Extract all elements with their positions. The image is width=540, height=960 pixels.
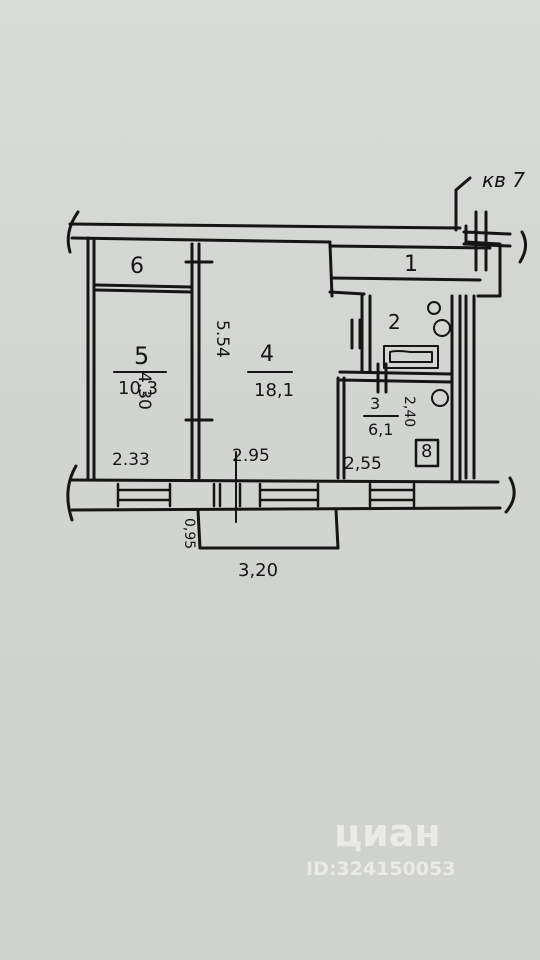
washer-fixture [431,389,449,407]
wall-break-right-top [518,230,527,264]
apartment-leader [454,176,472,232]
bathtub [383,345,439,369]
room1-floor [330,276,482,282]
room-3-area: 6,1 [368,420,394,439]
wall-5-4 [190,242,201,480]
door-mark-bath [350,318,362,350]
window-room4 [258,482,320,508]
riser-marks [462,210,512,272]
watermark-brand: циан [334,811,441,855]
room6-room5-wall [94,283,192,289]
hatch-symbol: 8 [421,441,433,462]
room6-floor [94,288,194,294]
wall-break-left-bottom [66,464,78,522]
room-5-number: 5 [134,342,150,370]
wall-break-right-bottom [504,476,516,514]
window-room3 [368,482,416,508]
sink-fixture [427,301,441,315]
room3-width-dimension: 2,55 [344,454,382,474]
room-5-area: 10,3 [118,378,159,399]
room1-left-wall [328,242,334,298]
balcony-door [212,482,242,508]
room-2-number: 2 [388,310,401,334]
watermark-id: ID:324150053 [306,858,456,880]
balcony-depth-dimension: 0,95 [181,518,197,550]
room4-width-dimension: 2.95 [232,446,270,466]
room-4-number: 4 [260,342,274,367]
bathroom-left-wall [360,294,372,374]
window-room5 [116,482,172,508]
room3-left-wall [336,376,346,480]
bathroom-floor [338,370,454,384]
room-4-area: 18,1 [254,380,295,401]
room3-depth-dimension: 2,40 [401,396,417,428]
upper-outer-wall [68,222,462,244]
wall-break-left-top [66,210,80,254]
room5-width-dimension: 2.33 [112,450,150,470]
left-outer-wall [86,236,96,482]
room-1-number: 1 [404,252,418,277]
right-outer-wall [464,294,476,480]
room1-corner [328,290,366,296]
balcony-width-dimension: 3,20 [238,560,279,581]
facade-wall [68,478,502,512]
room-3-number: 3 [370,394,381,413]
room-6-number: 6 [130,254,144,279]
room1-top-inner [328,244,492,250]
balcony-outline [196,508,340,550]
room1-right-edge [464,224,502,298]
ventilation-hatch [414,438,440,468]
bathroom-right-wall [450,294,462,482]
room4-depth-dimension: 5.54 [212,320,232,358]
room5-depth-dimension: 4.30 [134,372,154,410]
apartment-number-label: кв 7 [482,168,525,192]
toilet-fixture [433,319,451,337]
